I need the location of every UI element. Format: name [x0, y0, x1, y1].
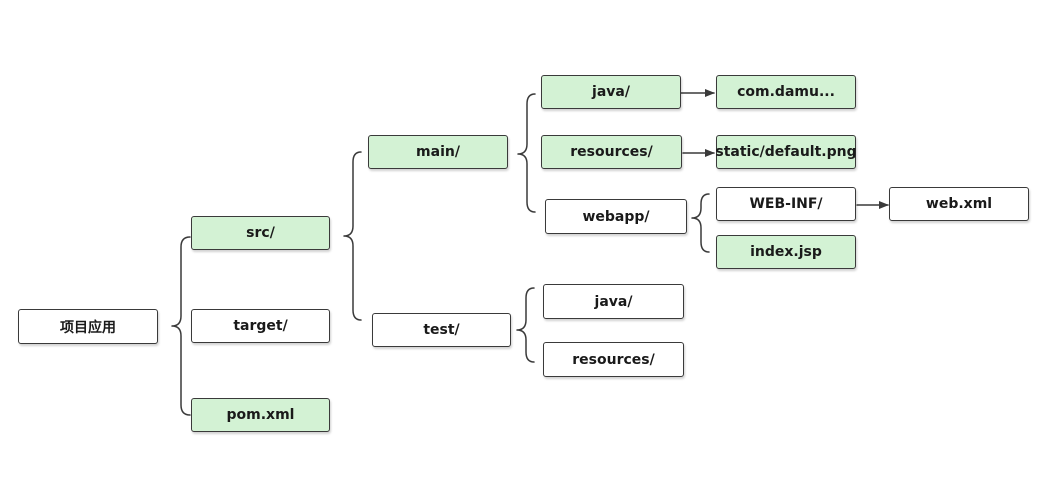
node-main-java: java/ [541, 75, 681, 109]
node-com-damu: com.damu... [716, 75, 856, 109]
node-webapp: webapp/ [545, 199, 687, 234]
node-target: target/ [191, 309, 330, 343]
node-test-resources: resources/ [543, 342, 684, 377]
brace-webapp-children [691, 193, 710, 253]
node-src: src/ [191, 216, 330, 250]
brace-root-children [171, 236, 191, 416]
node-static-default-png: static/default.png [715, 135, 857, 169]
node-test-java: java/ [543, 284, 684, 319]
brace-main-children [517, 93, 536, 213]
node-web-inf: WEB-INF/ [716, 187, 856, 221]
node-web-xml: web.xml [889, 187, 1029, 221]
node-test: test/ [372, 313, 511, 347]
node-root: 项目应用 [18, 309, 158, 344]
brace-test-children [516, 287, 535, 363]
node-pom-xml: pom.xml [191, 398, 330, 432]
node-index-jsp: index.jsp [716, 235, 856, 269]
node-main-resources: resources/ [541, 135, 682, 169]
brace-src-children [343, 151, 362, 321]
node-main: main/ [368, 135, 508, 169]
